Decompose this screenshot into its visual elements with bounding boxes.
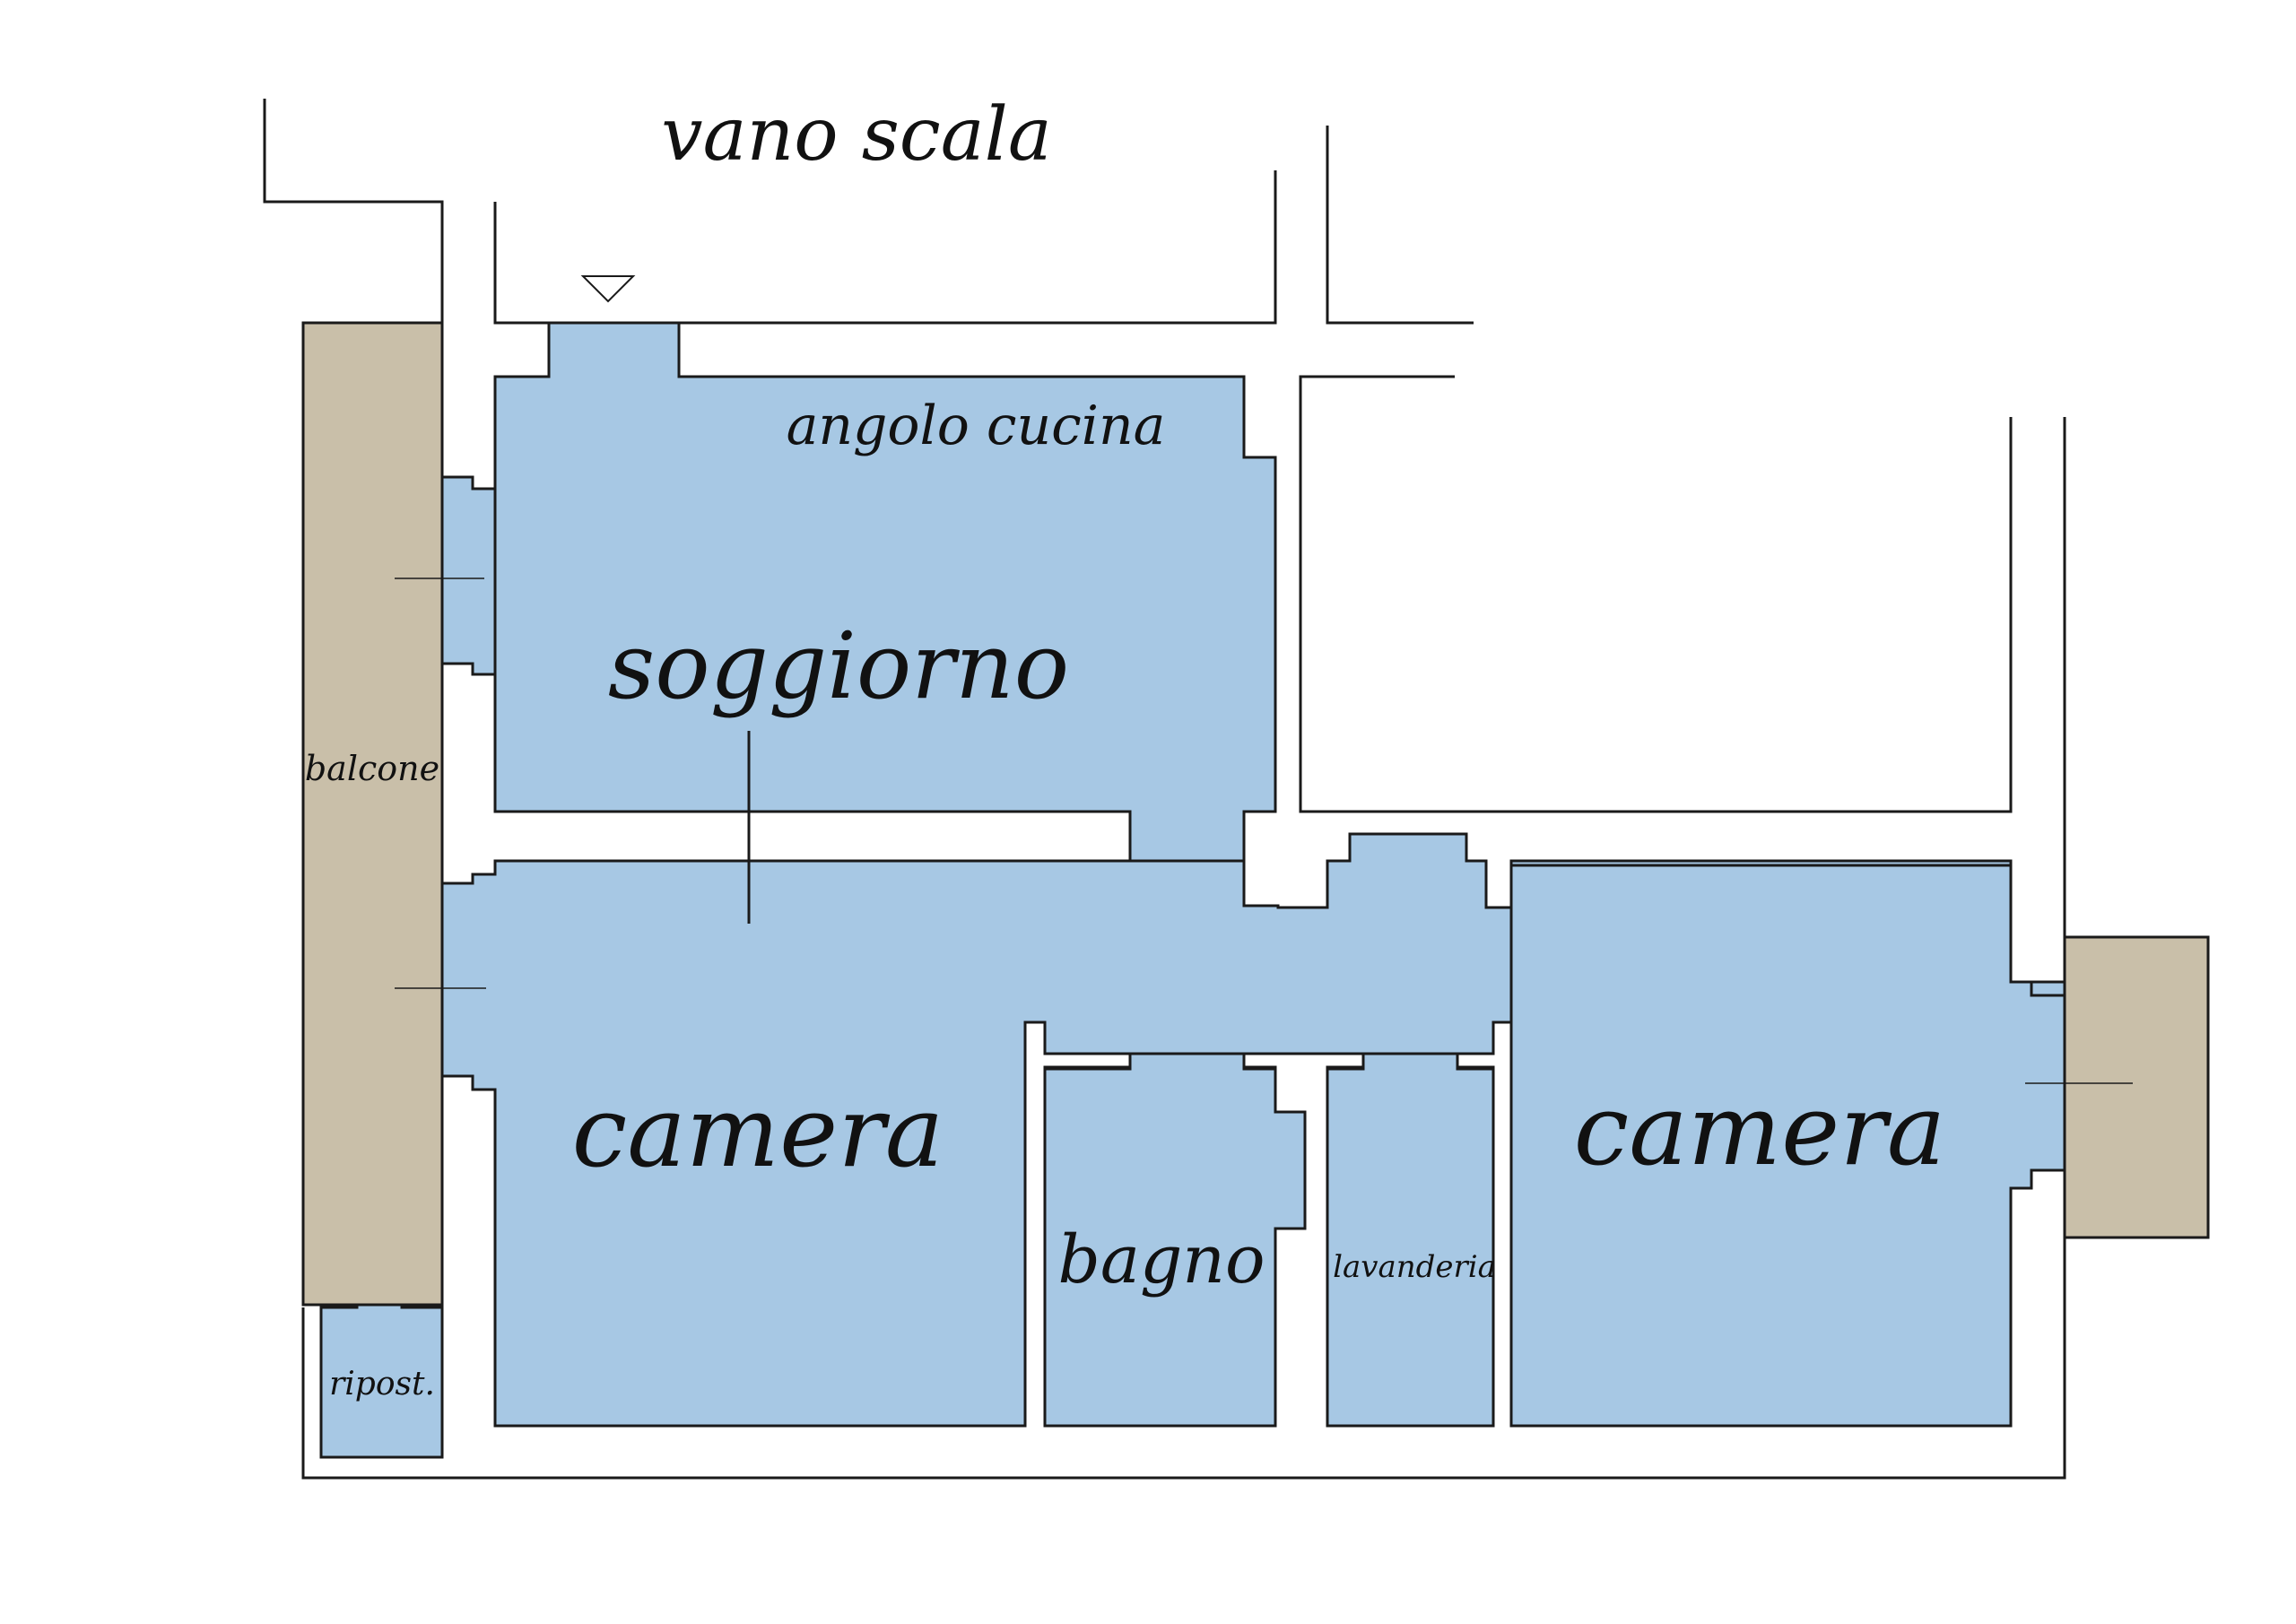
label-living-room: soggiorno <box>608 613 1069 720</box>
label-kitchen-corner: angolo cucina <box>787 395 1166 457</box>
wall-stair-right <box>1326 126 1474 325</box>
label-bathroom: bagno <box>1057 1221 1265 1298</box>
bathroom <box>1043 1052 1307 1428</box>
balcony-left <box>301 321 444 1307</box>
label-bedroom-right: camera <box>1574 1073 1946 1187</box>
balcony-right <box>2063 935 2210 1239</box>
wall-right-lower <box>301 1238 2066 1480</box>
label-stairwell: vano scala <box>661 92 1051 178</box>
label-balcony: balcone <box>305 749 439 788</box>
label-laundry: lavanderia <box>1333 1249 1496 1285</box>
wall-stair-left <box>493 170 1277 325</box>
storage-room <box>319 1303 444 1459</box>
bedroom-right <box>1509 864 2066 1428</box>
outer-wall-topleft <box>263 99 444 323</box>
label-storage: ripost. <box>329 1366 435 1403</box>
entrance-triangle-icon <box>580 275 636 303</box>
bedroom-left <box>497 906 1023 1424</box>
laundry <box>1326 1052 1495 1428</box>
living-room-area <box>440 321 1277 863</box>
wall-top-right <box>1299 375 2013 813</box>
label-bedroom-left: camera <box>572 1074 944 1189</box>
